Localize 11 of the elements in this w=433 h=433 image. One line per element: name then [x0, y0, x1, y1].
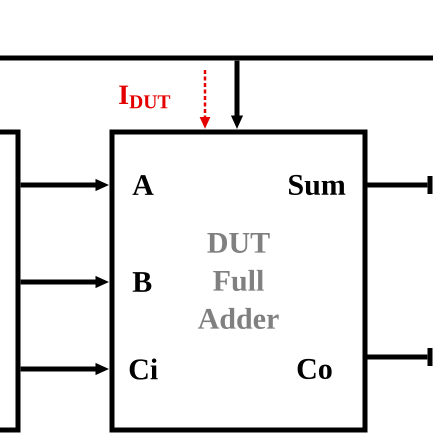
terminal-bar — [428, 176, 432, 194]
pin-label: Co — [298, 358, 332, 380]
pin-label: A — [132, 175, 154, 195]
wire — [368, 182, 428, 188]
wire — [368, 354, 428, 360]
power-rail — [0, 56, 433, 60]
terminal-bar — [428, 348, 432, 366]
pin-label: B — [132, 272, 152, 292]
pin-label: Ci — [130, 358, 158, 380]
pin-label: Sum — [289, 174, 346, 196]
input-rail — [0, 130, 20, 432]
